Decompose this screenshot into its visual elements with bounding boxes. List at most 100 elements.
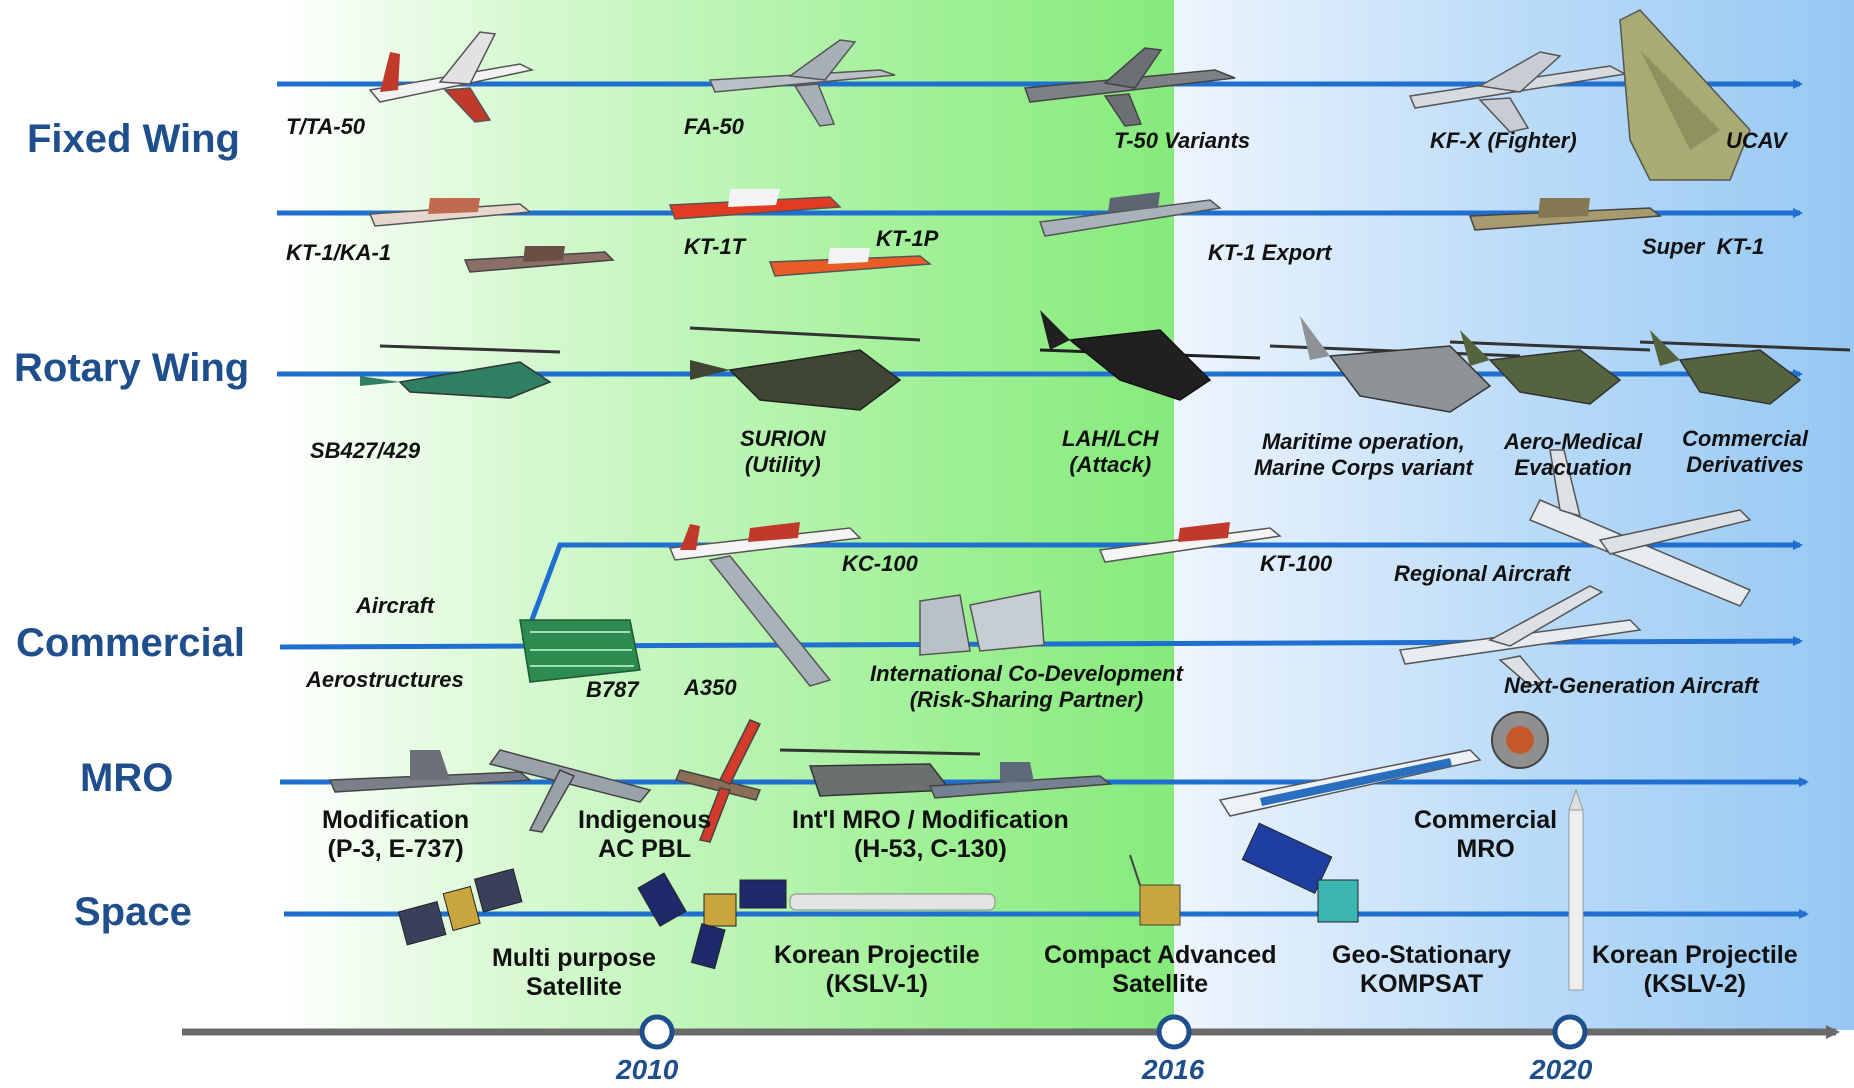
e737-mro-aircraft-image bbox=[488, 749, 652, 833]
label-tta50: T/TA-50 bbox=[286, 114, 366, 139]
label-geo-satellite-line1: Geo-Stationary bbox=[1332, 941, 1512, 969]
surion-helicopter-image bbox=[689, 326, 921, 411]
label-nextgen: Next-Generation Aircraft bbox=[1504, 673, 1759, 698]
label-derivatives: Commercial Derivatives bbox=[1682, 426, 1808, 478]
label-b787: B787 bbox=[586, 677, 639, 702]
category-rotary-wing: Rotary Wing bbox=[14, 346, 250, 390]
label-lah: LAH/LCH (Attack) bbox=[1062, 426, 1159, 478]
label-kt1t: KT-1T bbox=[684, 234, 746, 259]
label-surion-line1: SURION bbox=[740, 426, 826, 451]
label-kslv1-line2: (KSLV-1) bbox=[825, 970, 928, 998]
label-surion-line2: (Utility) bbox=[744, 452, 821, 477]
label-compact-satellite: Compact Advanced Satellite bbox=[1044, 941, 1276, 999]
compact-satellite-image bbox=[1129, 854, 1181, 926]
label-surion: SURION (Utility) bbox=[740, 426, 826, 478]
label-aerostructures: Aerostructures bbox=[306, 667, 464, 692]
label-kslv1: Korean Projectile (KSLV-1) bbox=[774, 941, 980, 999]
label-super-kt1: Super KT-1 bbox=[1642, 234, 1765, 259]
geostationary-satellite-image bbox=[1241, 822, 1359, 923]
label-kt1-export: KT-1 Export bbox=[1208, 240, 1332, 265]
label-lah-line2: (Attack) bbox=[1069, 452, 1152, 477]
label-multi-satellite-line1: Multi purpose bbox=[492, 944, 656, 972]
label-kt1-ka1: KT-1/KA-1 bbox=[286, 240, 392, 265]
label-kslv1-line1: Korean Projectile bbox=[774, 941, 980, 969]
fa50-jet-image bbox=[708, 39, 896, 127]
satellite-image bbox=[637, 872, 787, 970]
label-indigenous-line1: Indigenous bbox=[578, 806, 712, 834]
codev-aerostructure-image bbox=[919, 590, 1045, 656]
label-intl-mro-line1: Int'l MRO / Modification bbox=[792, 806, 1069, 834]
kt1t-trainer-image bbox=[668, 189, 842, 220]
category-space: Space bbox=[74, 890, 192, 934]
p3-mro-aircraft-image bbox=[328, 750, 532, 793]
category-fixed-wing: Fixed Wing bbox=[27, 117, 240, 161]
kt1-export-image bbox=[1038, 192, 1222, 237]
label-lah-line1: LAH/LCH bbox=[1062, 426, 1159, 451]
label-intl-mro-line2: (H-53, C-130) bbox=[853, 835, 1007, 863]
label-ucav: UCAV bbox=[1726, 128, 1787, 153]
label-compact-satellite-line1: Compact Advanced bbox=[1044, 941, 1277, 969]
label-maritime-line1: Maritime operation, bbox=[1261, 429, 1465, 454]
year-marker-2016 bbox=[1156, 1014, 1192, 1050]
label-indigenous-line2: AC PBL bbox=[598, 835, 692, 863]
label-kslv2-line1: Korean Projectile bbox=[1592, 941, 1798, 969]
regional-aircraft-image bbox=[1528, 449, 1752, 607]
label-geo-satellite: Geo-Stationary KOMPSAT bbox=[1332, 941, 1511, 999]
category-mro: MRO bbox=[80, 756, 174, 800]
label-maritime: Maritime operation, Marine Corps variant bbox=[1254, 429, 1473, 481]
b787-aerostructure-image bbox=[519, 619, 641, 683]
label-t50-variants: T-50 Variants bbox=[1114, 128, 1251, 153]
label-maritime-line2: Marine Corps variant bbox=[1254, 455, 1473, 480]
timeline-axis bbox=[182, 1014, 1840, 1050]
label-indigenous: Indigenous AC PBL bbox=[578, 806, 711, 864]
super-kt1-image bbox=[1468, 198, 1662, 231]
label-codev-line1: International Co-Development bbox=[870, 661, 1183, 686]
year-label-2020: 2020 bbox=[1530, 1054, 1593, 1085]
label-intl-mro: Int'l MRO / Modification (H-53, C-130) bbox=[792, 806, 1069, 864]
label-compact-satellite-line2: Satellite bbox=[1112, 970, 1209, 998]
label-derivatives-line1: Commercial bbox=[1682, 426, 1808, 451]
label-modification-line1: Modification bbox=[322, 806, 470, 834]
kfx-fighter-image bbox=[1408, 51, 1628, 133]
green-period-band bbox=[280, 0, 1174, 1030]
ucav-image bbox=[1619, 9, 1751, 181]
multi-purpose-satellite-image bbox=[397, 868, 523, 946]
commercial-aircraft-arrow bbox=[521, 540, 1803, 642]
label-sb427: SB427/429 bbox=[310, 438, 421, 463]
label-commercial-mro: Commercial MRO bbox=[1414, 806, 1557, 864]
kslv1-rocket-image bbox=[789, 893, 996, 911]
label-kc100: KC-100 bbox=[842, 551, 918, 576]
label-medical-line2: Evacuation bbox=[1514, 455, 1632, 480]
pbl-aircraft-image bbox=[674, 719, 762, 843]
label-kslv2: Korean Projectile (KSLV-2) bbox=[1592, 941, 1798, 999]
label-kt1p: KT-1P bbox=[876, 226, 939, 251]
commercial-mro-aircraft-image bbox=[1218, 749, 1482, 817]
kt1p-trainer-image bbox=[768, 248, 932, 277]
year-label-2016: 2016 bbox=[1142, 1054, 1205, 1085]
label-commercial-mro-line1: Commercial bbox=[1414, 806, 1558, 834]
kt100-aircraft-image bbox=[1098, 522, 1282, 563]
label-medical: Aero-Medical Evacuation bbox=[1504, 429, 1642, 481]
nextgen-aircraft-image bbox=[1398, 585, 1642, 687]
year-label-2010: 2010 bbox=[616, 1054, 679, 1085]
t50-variants-jet-image bbox=[1023, 47, 1236, 127]
year-marker-2010 bbox=[639, 1014, 675, 1050]
label-modification-line2: (P-3, E-737) bbox=[327, 835, 464, 863]
tta50-jet-image bbox=[368, 31, 535, 123]
kt1-trainer-image bbox=[368, 198, 532, 227]
h53-mro-helicopter-image bbox=[779, 748, 981, 797]
label-medical-line1: Aero-Medical bbox=[1504, 429, 1643, 454]
lah-helicopter-image bbox=[1039, 310, 1261, 401]
label-a350: A350 bbox=[684, 675, 737, 700]
label-kt100: KT-100 bbox=[1260, 551, 1333, 576]
maritime-helicopter-image bbox=[1269, 316, 1521, 413]
c130-mro-aircraft-image bbox=[928, 762, 1112, 799]
label-multi-satellite-line2: Satellite bbox=[526, 973, 622, 1001]
kc100-aircraft-image bbox=[668, 522, 862, 561]
year-marker-2020 bbox=[1552, 1014, 1588, 1050]
label-fa50: FA-50 bbox=[684, 114, 744, 139]
label-codev: International Co-Development (Risk-Shari… bbox=[870, 661, 1183, 713]
label-codev-line2: (Risk-Sharing Partner) bbox=[909, 687, 1144, 712]
